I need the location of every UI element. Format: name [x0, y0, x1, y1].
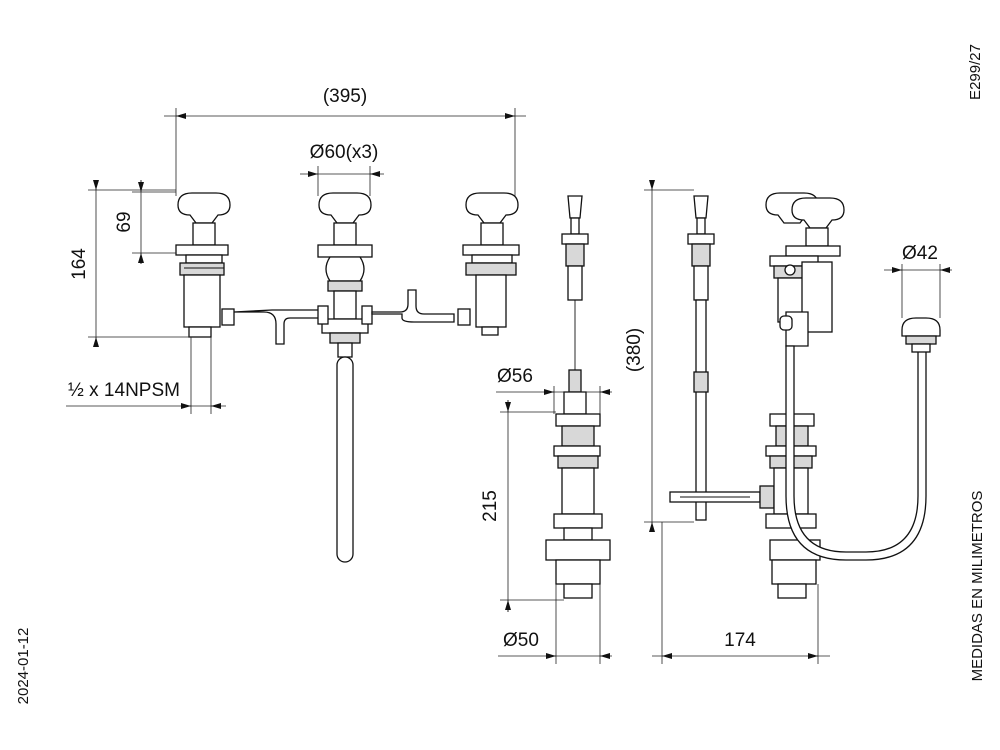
tail-pipe: [336, 356, 354, 563]
dim-body-diameter: Ø56: [497, 366, 533, 387]
lift-rod-view: [669, 195, 775, 521]
dim-depth: 174: [724, 630, 756, 651]
drain-body-view: [545, 195, 611, 599]
front-view: [175, 192, 520, 563]
left-handle: [175, 192, 231, 338]
dim-thread: ½ x 14NPSM: [68, 380, 180, 401]
assembly-side-view: [765, 192, 941, 599]
dim-handle-diameter: Ø60(x3): [310, 142, 379, 163]
dim-total-width: (395): [323, 86, 367, 107]
dim-total-height-left: 164: [69, 248, 90, 280]
sheet-code: E299/27: [967, 44, 984, 100]
connecting-hoses: [221, 289, 471, 345]
dim-drain-knob-diameter: Ø42: [902, 243, 938, 264]
dim-handle-height: 69: [114, 211, 135, 232]
dim-base-diameter: Ø50: [503, 630, 539, 651]
dim-total-height-side: (380): [624, 328, 645, 372]
units-note: MEDIDAS EN MILIMETROS: [969, 491, 986, 682]
center-handle: [317, 192, 373, 358]
right-handle: [462, 192, 520, 336]
dimension-lines: [66, 108, 952, 664]
sheet-date: 2024-01-12: [15, 628, 32, 705]
dim-body-height: 215: [480, 490, 501, 522]
